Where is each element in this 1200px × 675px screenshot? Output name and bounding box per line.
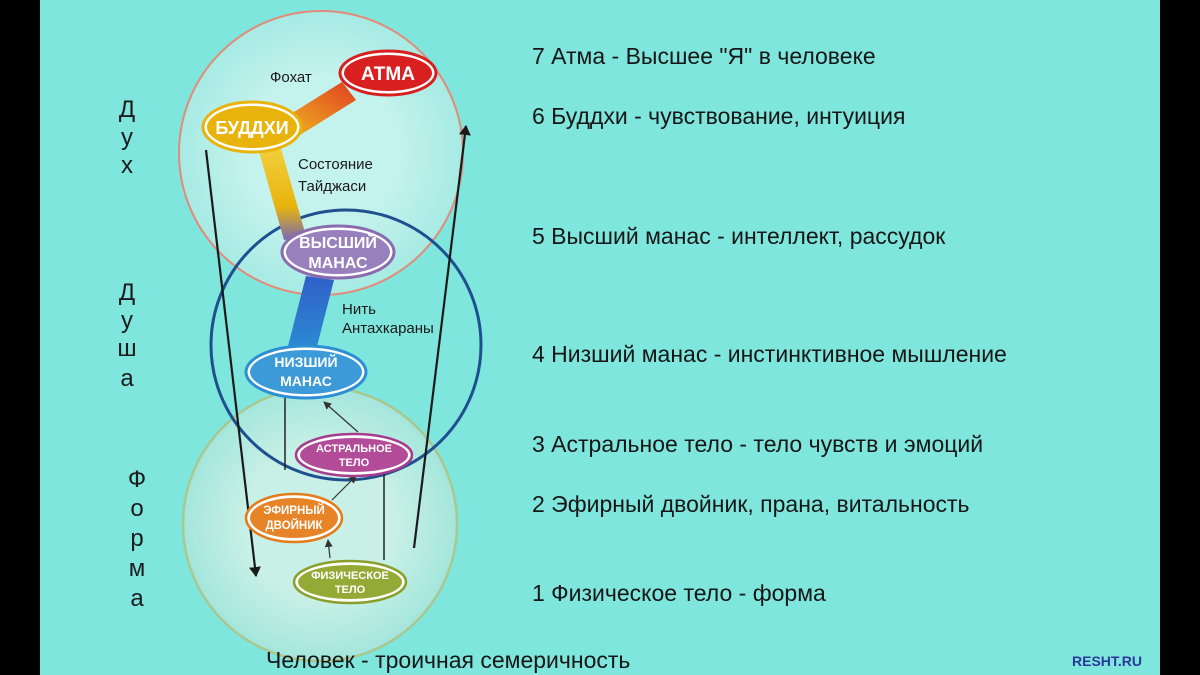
svg-text:а: а bbox=[130, 585, 144, 612]
oval-buddhi: БУДДХИ bbox=[201, 100, 303, 154]
fohat-label: Фохат bbox=[270, 69, 312, 86]
seven-principles-diagram: АТМА БУДДХИ ВЫСШИЙ МАНАС НИЗШИЙ МАНАС АС… bbox=[40, 0, 1160, 675]
oval-lower-manas: НИЗШИЙ МАНАС bbox=[244, 344, 368, 400]
svg-text:а: а bbox=[120, 365, 134, 392]
svg-text:ш: ш bbox=[117, 335, 136, 362]
antahkarana-connector bbox=[286, 276, 334, 358]
arrow-etheric-to-astral bbox=[331, 475, 357, 501]
taijasi-connector bbox=[258, 145, 306, 240]
watermark: RESHT.RU bbox=[1072, 653, 1142, 669]
level-1-text: 1 Физическое тело - форма bbox=[532, 580, 826, 606]
svg-text:Д: Д bbox=[119, 96, 135, 123]
svg-text:х: х bbox=[121, 152, 133, 179]
etheric-line2: ДВОЙНИК bbox=[265, 519, 323, 532]
etheric-line1: ЭФИРНЫЙ bbox=[263, 504, 325, 517]
higher-manas-line2: МАНАС bbox=[308, 255, 368, 272]
lower-manas-line2: МАНАС bbox=[280, 373, 332, 389]
svg-text:у: у bbox=[121, 124, 133, 151]
oval-astral: АСТРАЛЬНОЕ ТЕЛО bbox=[294, 432, 414, 478]
oval-etheric: ЭФИРНЫЙ ДВОЙНИК bbox=[244, 492, 344, 544]
soul-circle bbox=[209, 208, 483, 482]
astral-line1: АСТРАЛЬНОЕ bbox=[316, 443, 392, 455]
footer-caption: Человек - троичная семеричность bbox=[266, 647, 630, 673]
oval-higher-manas: ВЫСШИЙ МАНАС bbox=[280, 224, 396, 280]
ascending-arrow bbox=[412, 125, 471, 549]
oval-physical: ФИЗИЧЕСКОЕ ТЕЛО bbox=[292, 559, 408, 605]
level-6-text: 6 Буддхи - чувствование, интуиция bbox=[532, 103, 905, 129]
arrow-physical-to-etheric bbox=[324, 539, 333, 559]
oval-atma: АТМА bbox=[338, 49, 438, 97]
diagram-canvas: АТМА БУДДХИ ВЫСШИЙ МАНАС НИЗШИЙ МАНАС АС… bbox=[40, 0, 1160, 675]
level-2-text: 2 Эфирный двойник, прана, витальность bbox=[532, 491, 970, 517]
arrow-astral-to-lower-manas bbox=[323, 401, 359, 433]
physical-line1: ФИЗИЧЕСКОЕ bbox=[311, 570, 389, 582]
buddhi-label: БУДДХИ bbox=[215, 118, 288, 138]
svg-text:р: р bbox=[130, 525, 143, 552]
level-7-text: 7 Атма - Высшее "Я" в человеке bbox=[532, 43, 876, 69]
atma-label: АТМА bbox=[361, 64, 415, 85]
vertical-label-spirit: Д у х bbox=[119, 96, 135, 179]
vertical-label-soul: Д у ш а bbox=[117, 279, 136, 392]
svg-text:у: у bbox=[121, 307, 133, 334]
descending-arrow bbox=[204, 149, 261, 577]
taijasi-label-line2: Тайджаси bbox=[298, 178, 366, 195]
level-3-text: 3 Астральное тело - тело чувств и эмоций bbox=[532, 431, 983, 457]
vertical-label-form: Ф о р м а bbox=[128, 466, 146, 612]
higher-manas-line1: ВЫСШИЙ bbox=[299, 233, 377, 252]
svg-text:о: о bbox=[130, 495, 143, 522]
svg-text:Ф: Ф bbox=[128, 466, 146, 493]
antahkarana-label-line1: Нить bbox=[342, 301, 376, 318]
antahkarana-label-line2: Антахкараны bbox=[342, 320, 434, 337]
svg-text:м: м bbox=[129, 555, 146, 582]
level-5-text: 5 Высший манас - интеллект, рассудок bbox=[532, 223, 946, 249]
taijasi-label-line1: Состояние bbox=[298, 156, 373, 173]
level-4-text: 4 Низший манас - инстинктивное мышление bbox=[532, 341, 1007, 367]
physical-line2: ТЕЛО bbox=[335, 584, 366, 596]
lower-manas-line1: НИЗШИЙ bbox=[274, 353, 337, 370]
astral-line2: ТЕЛО bbox=[339, 457, 370, 469]
svg-text:Д: Д bbox=[119, 279, 135, 306]
